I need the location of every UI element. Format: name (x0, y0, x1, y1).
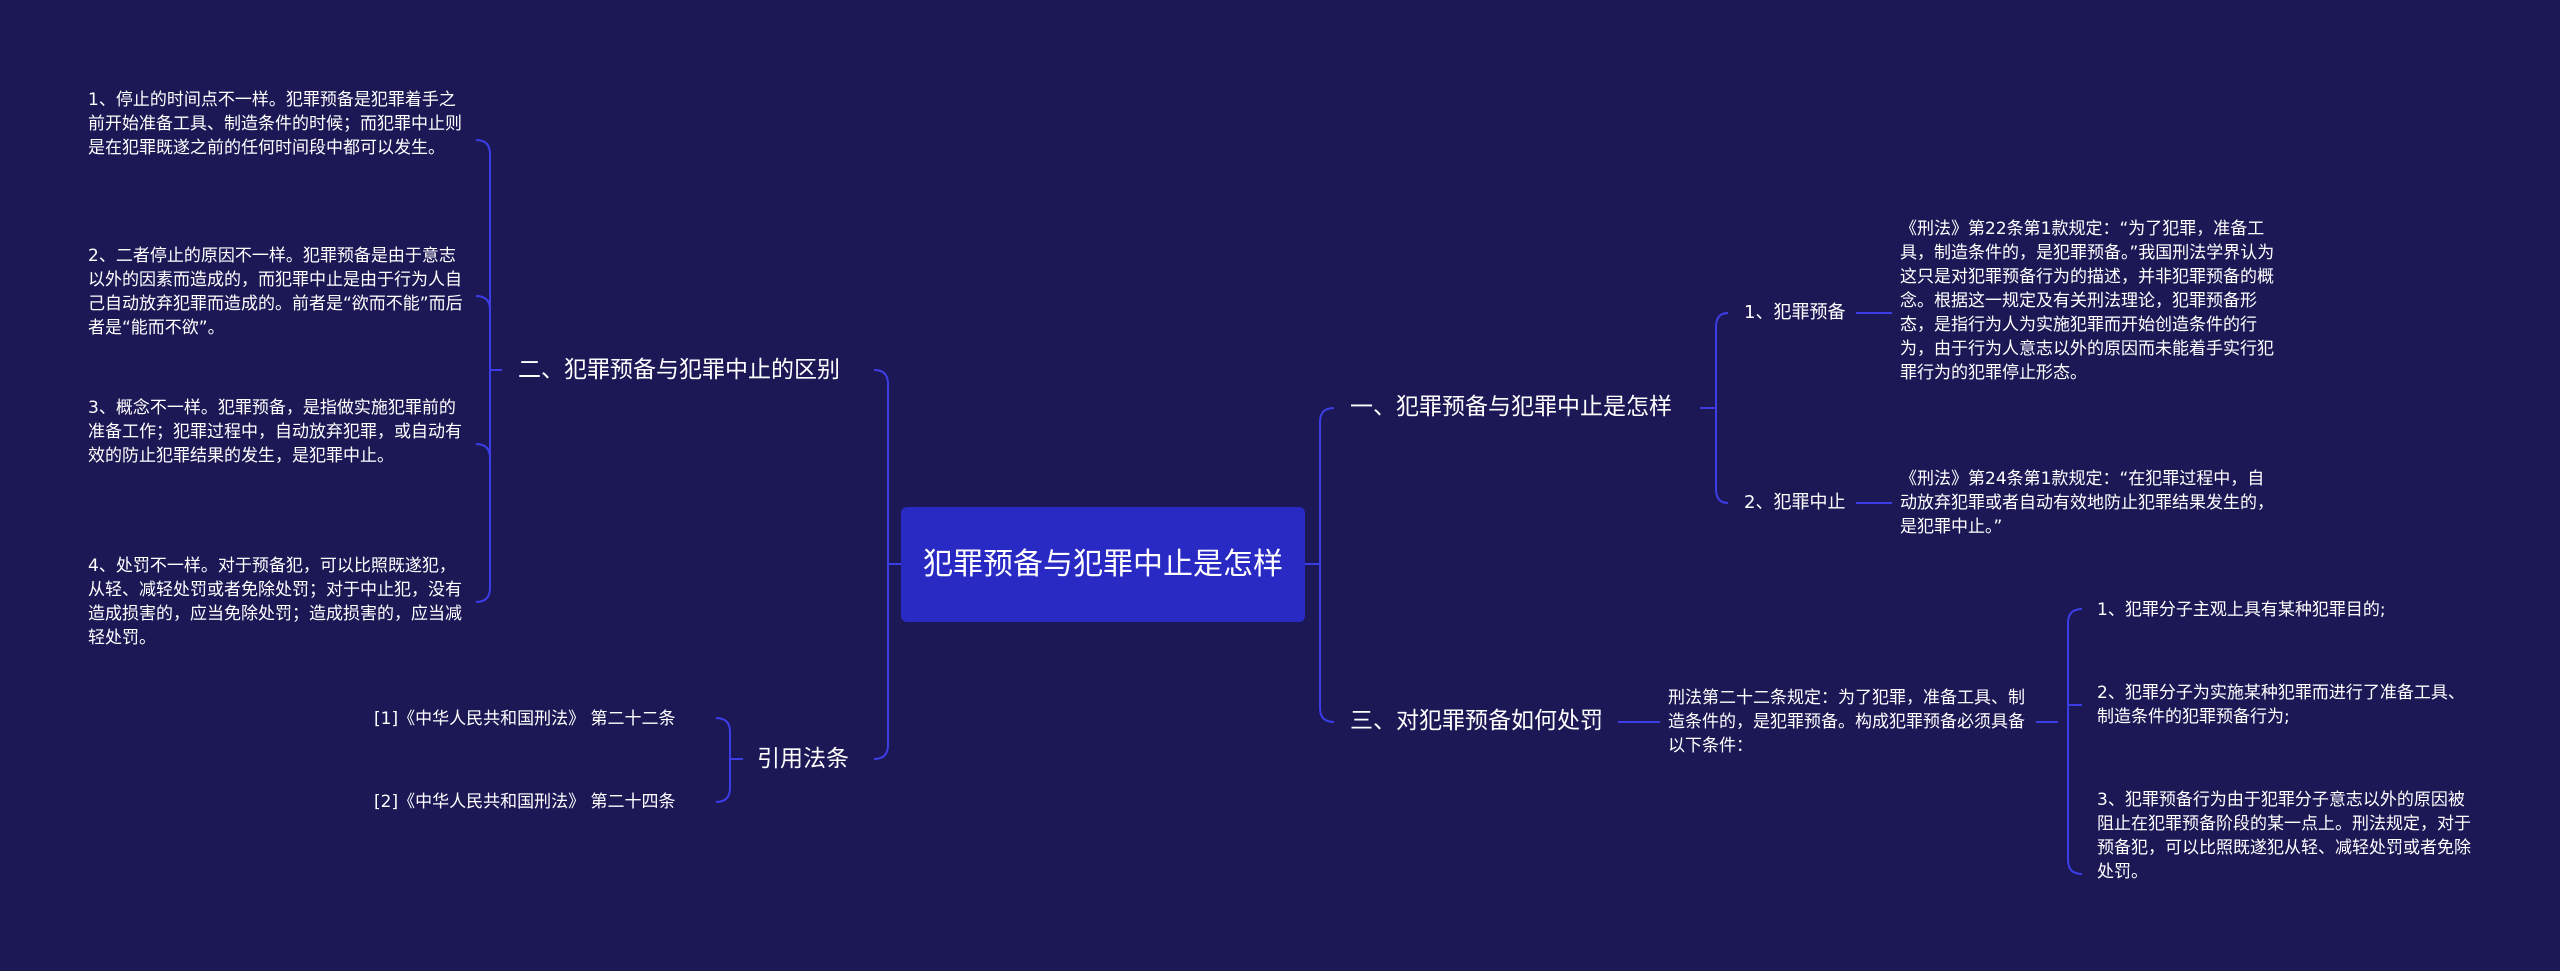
difference-item-3[interactable]: 3、概念不一样。犯罪预备，是指做实施犯罪前的准备工作；犯罪过程中，自动放弃犯罪，… (88, 398, 462, 466)
branch-references-label: 引用法条 (757, 746, 849, 772)
connector-diff-spine (475, 139, 502, 603)
branch-references[interactable]: 引用法条 (757, 744, 849, 774)
branch-difference-label: 二、犯罪预备与犯罪中止的区别 (518, 357, 840, 383)
branch-difference[interactable]: 二、犯罪预备与犯罪中止的区别 (518, 355, 840, 385)
connector-refs-spine (715, 717, 743, 803)
reference-item-2[interactable]: [2]《中华人民共和国刑法》 第二十四条 (374, 792, 676, 812)
connector-what-spine (1700, 312, 1729, 504)
connector-left-spine (873, 369, 889, 760)
connector-right-spine (1319, 407, 1335, 723)
difference-item-4[interactable]: 4、处罚不一样。对于预备犯，可以比照既遂犯，从轻、减轻处罚或者免除处罚；对于中止… (88, 556, 462, 648)
reference-item-1[interactable]: [1]《中华人民共和国刑法》 第二十二条 (374, 709, 676, 729)
root-title: 犯罪预备与犯罪中止是怎样 (923, 546, 1283, 582)
branch-punishment-label: 三、对犯罪预备如何处罚 (1350, 708, 1603, 734)
branch-what-is-label: 一、犯罪预备与犯罪中止是怎样 (1350, 394, 1672, 420)
sub-suspension[interactable]: 2、犯罪中止 (1744, 492, 1846, 513)
connector-punish-spine (2036, 608, 2083, 875)
root-node[interactable]: 犯罪预备与犯罪中止是怎样 (901, 507, 1305, 622)
branch-what-is[interactable]: 一、犯罪预备与犯罪中止是怎样 (1350, 392, 1672, 422)
sub-suspension-text[interactable]: 《刑法》第24条第1款规定：“在犯罪过程中，自动放弃犯罪或者自动有效地防止犯罪结… (1900, 469, 2274, 537)
difference-item-2[interactable]: 2、二者停止的原因不一样。犯罪预备是由于意志以外的因素而造成的，而犯罪中止是由于… (88, 246, 463, 338)
difference-item-1[interactable]: 1、停止的时间点不一样。犯罪预备是犯罪着手之前开始准备工具、制造条件的时候；而犯… (88, 90, 462, 158)
sub-preparation-text[interactable]: 《刑法》第22条第1款规定：“为了犯罪，准备工具，制造条件的，是犯罪预备。”我国… (1900, 219, 2275, 383)
sub-preparation[interactable]: 1、犯罪预备 (1744, 302, 1846, 323)
condition-item-2[interactable]: 2、犯罪分子为实施某种犯罪而进行了准备工具、制造条件的犯罪预备行为; (2097, 683, 2465, 727)
branch-punishment[interactable]: 三、对犯罪预备如何处罚 (1350, 706, 1603, 736)
condition-item-1[interactable]: 1、犯罪分子主观上具有某种犯罪目的; (2097, 600, 2386, 620)
condition-item-3[interactable]: 3、犯罪预备行为由于犯罪分子意志以外的原因被阻止在犯罪预备阶段的某一点上。刑法规… (2097, 790, 2471, 882)
punishment-definition[interactable]: 刑法第二十二条规定：为了犯罪，准备工具、制造条件的，是犯罪预备。构成犯罪预备必须… (1668, 688, 2025, 756)
